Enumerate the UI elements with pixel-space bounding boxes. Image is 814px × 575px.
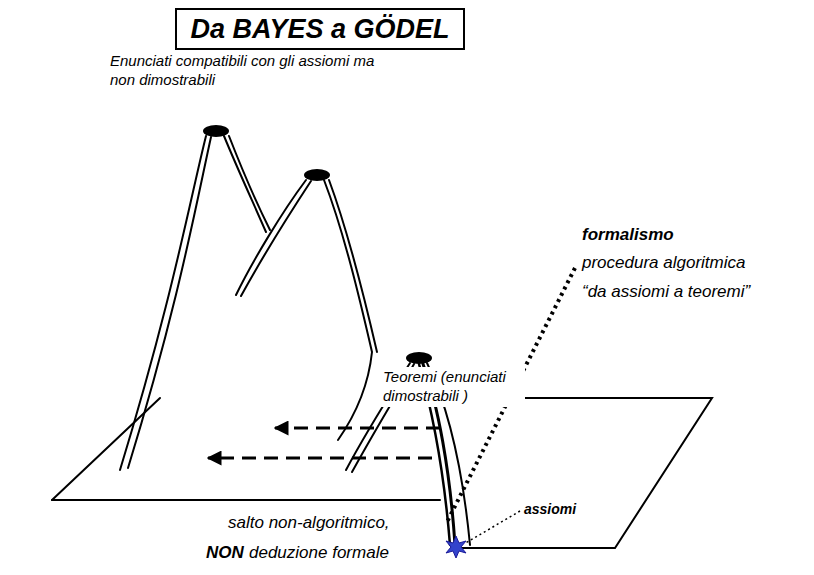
title: Da BAYES a GÖDEL [190, 14, 449, 44]
theorems-label: Teoremi (enunciati dimostrabili ) [381, 367, 525, 407]
formalism-note: “da assiomi a teoremi” [582, 281, 750, 302]
formalism-label: formalismo [582, 224, 674, 245]
axioms-label: assiomi [524, 501, 576, 519]
formalism-note: procedura algoritmica [582, 252, 745, 273]
statement-note: Enunciati compatibili con gli assiomi ma… [110, 52, 385, 90]
jump-note: salto non-algoritmico, [228, 512, 390, 533]
title-box: Da BAYES a GÖDEL [175, 8, 465, 50]
jump-note: NON [206, 542, 244, 563]
jump-note: deduzione formale [249, 542, 389, 563]
